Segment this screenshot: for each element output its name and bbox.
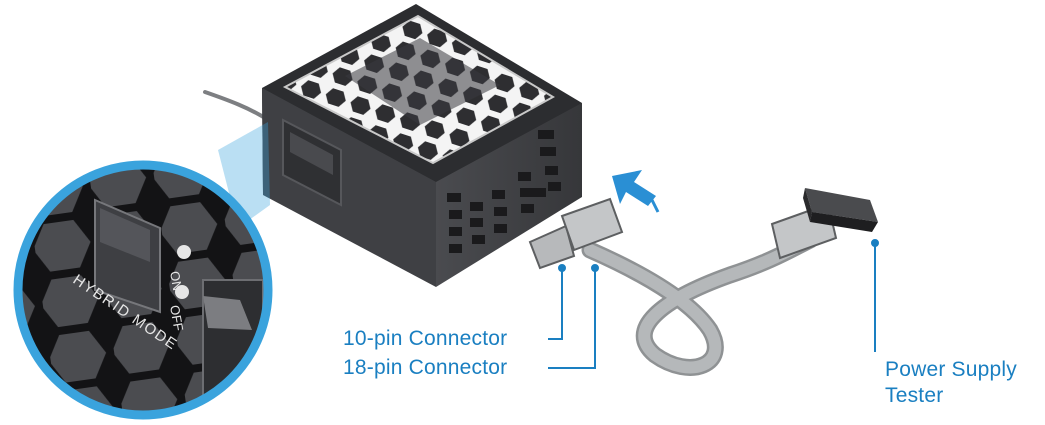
insert-direction-arrow: [612, 170, 660, 213]
18-pin-connector: [560, 197, 624, 252]
power-supply-tester-connector: [803, 188, 878, 232]
ac-power-cord: [203, 90, 270, 122]
tester-label-line1: Power Supply: [885, 358, 1017, 381]
switch-on-label: ON: [167, 270, 185, 292]
hybrid-mode-switch: [175, 245, 191, 299]
10-pin-connector-label: 10-pin Connector: [343, 327, 508, 350]
10-pin-connector: [528, 224, 576, 270]
hybrid-mode-zoom-circle: ON OFF HYBRID MODE: [13, 122, 273, 420]
18-pin-connector-label: 18-pin Connector: [343, 356, 508, 379]
adapter-cable: [528, 197, 838, 376]
power-supply-unit: [262, 4, 582, 287]
tester-label-line2: Tester: [885, 384, 944, 407]
leader-lines: [548, 239, 879, 369]
power-supply-tester-label: Power Supply Tester: [885, 357, 1017, 409]
switch-off-label: OFF: [167, 304, 186, 332]
modular-sockets: [447, 130, 561, 253]
